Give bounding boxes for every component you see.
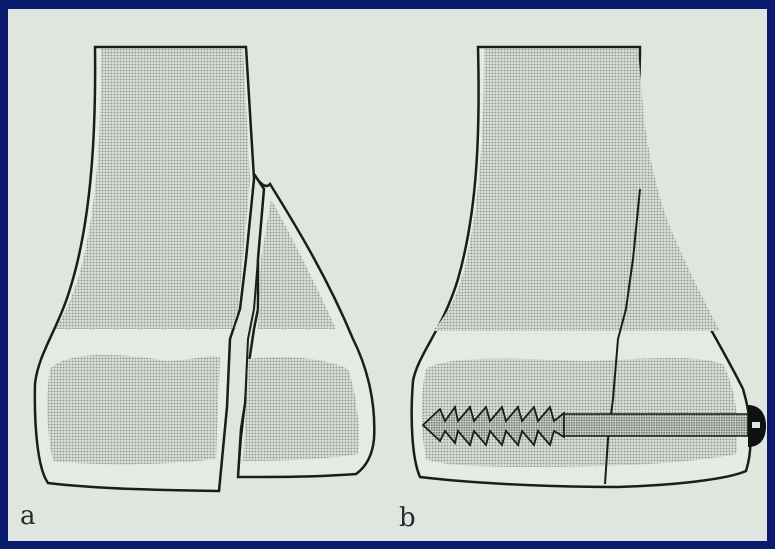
screw-shaft	[563, 414, 748, 436]
fracture-illustration	[8, 9, 767, 541]
diagram-a-epiphysis-stipple	[47, 355, 220, 464]
diagram-a-fragment-lower-stipple	[243, 357, 359, 461]
diagram-b-bone	[412, 47, 766, 487]
diagram-a-shaft-stipple	[56, 49, 250, 329]
panel-a-label: a	[20, 501, 36, 531]
diagram-a-fragment-upper-stipple	[258, 199, 336, 329]
diagram-a-bone	[35, 47, 374, 491]
panel-b-label: b	[399, 503, 416, 533]
illustration-card: a b	[8, 9, 767, 541]
screw-head-slot	[752, 422, 760, 428]
